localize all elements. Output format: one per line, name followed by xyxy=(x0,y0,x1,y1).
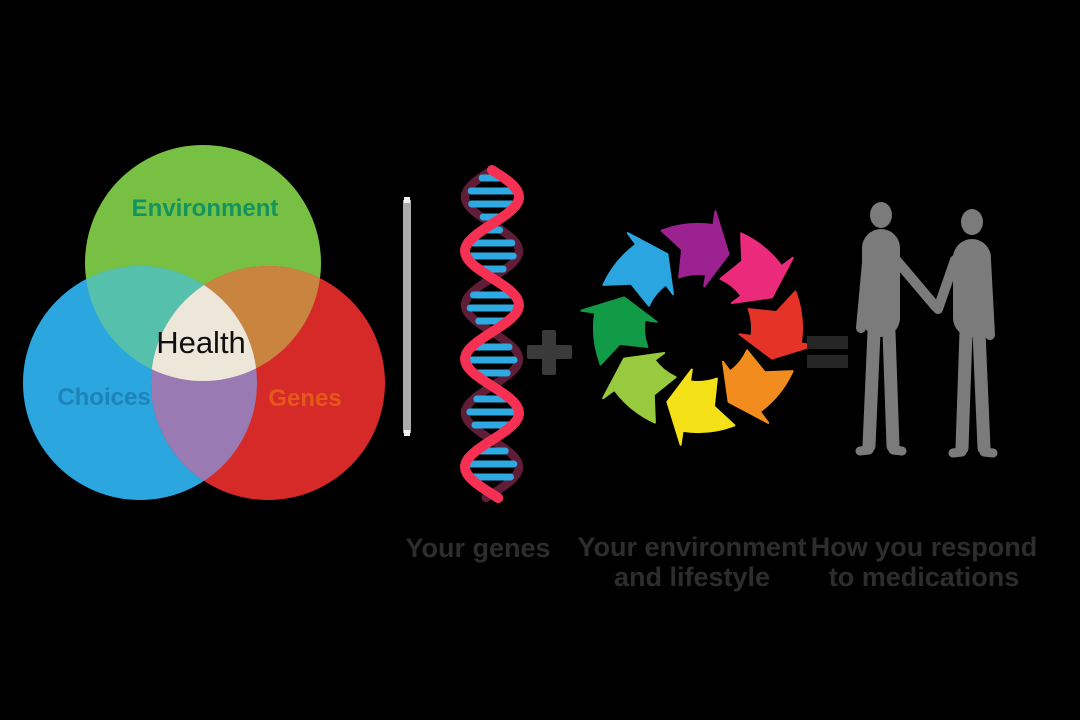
right-person-extended-arm xyxy=(933,255,960,314)
cycle-arrow-4 xyxy=(666,368,736,446)
cycle-arrow-3 xyxy=(722,349,794,424)
dna-strand-front xyxy=(459,165,525,503)
plus-icon xyxy=(527,330,572,375)
venn-label-choices: Choices xyxy=(57,384,150,411)
right-person-foot xyxy=(948,447,967,458)
cycle-arrow-6 xyxy=(580,296,658,366)
caption-response-line2: to medications xyxy=(829,562,1020,592)
venn-diagram: Environment Choices Genes Health xyxy=(23,145,385,500)
venn-label-health: Health xyxy=(156,325,246,360)
left-person-foot xyxy=(888,445,907,456)
plus-vertical-bar xyxy=(542,330,556,375)
equals-icon xyxy=(807,336,848,368)
right-person-head xyxy=(961,209,983,235)
left-person-foot xyxy=(855,445,874,456)
left-person-leg xyxy=(882,325,900,453)
caption-environment-line1: Your environment xyxy=(577,532,806,562)
right-person-leg xyxy=(972,325,991,455)
venn-label-genes: Genes xyxy=(268,385,341,412)
caption-your-genes: Your genes xyxy=(405,533,550,563)
equals-top-bar xyxy=(807,336,848,349)
venn-overlap-environment-choices xyxy=(85,266,257,381)
left-person-head xyxy=(870,202,892,228)
dna-helix-icon xyxy=(459,165,525,503)
caption-response-line1: How you respond xyxy=(811,532,1038,562)
right-person-leg xyxy=(955,325,973,455)
divider-line xyxy=(403,197,411,436)
equals-bottom-bar xyxy=(807,355,848,368)
right-person-arm xyxy=(981,255,995,340)
divider-cap-top xyxy=(404,197,410,203)
left-person-arm xyxy=(856,247,873,333)
caption-environment-line2: and lifestyle xyxy=(614,562,770,592)
cycle-arrow-1 xyxy=(719,232,794,304)
right-person-foot xyxy=(979,447,998,458)
venn-label-environment: Environment xyxy=(132,195,279,222)
cycle-arrow-2 xyxy=(738,290,816,360)
captions: Your genes Your environment and lifestyl… xyxy=(405,532,1037,592)
cycle-arrow-0 xyxy=(660,210,730,288)
divider-bar xyxy=(403,200,411,433)
people-silhouettes-icon xyxy=(855,202,998,458)
cycle-arrows-icon xyxy=(580,210,816,446)
cycle-arrow-5 xyxy=(602,352,677,424)
cycle-arrow-7 xyxy=(602,232,674,307)
divider-cap-bottom xyxy=(404,430,410,436)
left-person-leg xyxy=(862,325,881,453)
left-person-extended-arm xyxy=(887,250,941,312)
venn-overlap-environment-genes xyxy=(151,266,321,381)
